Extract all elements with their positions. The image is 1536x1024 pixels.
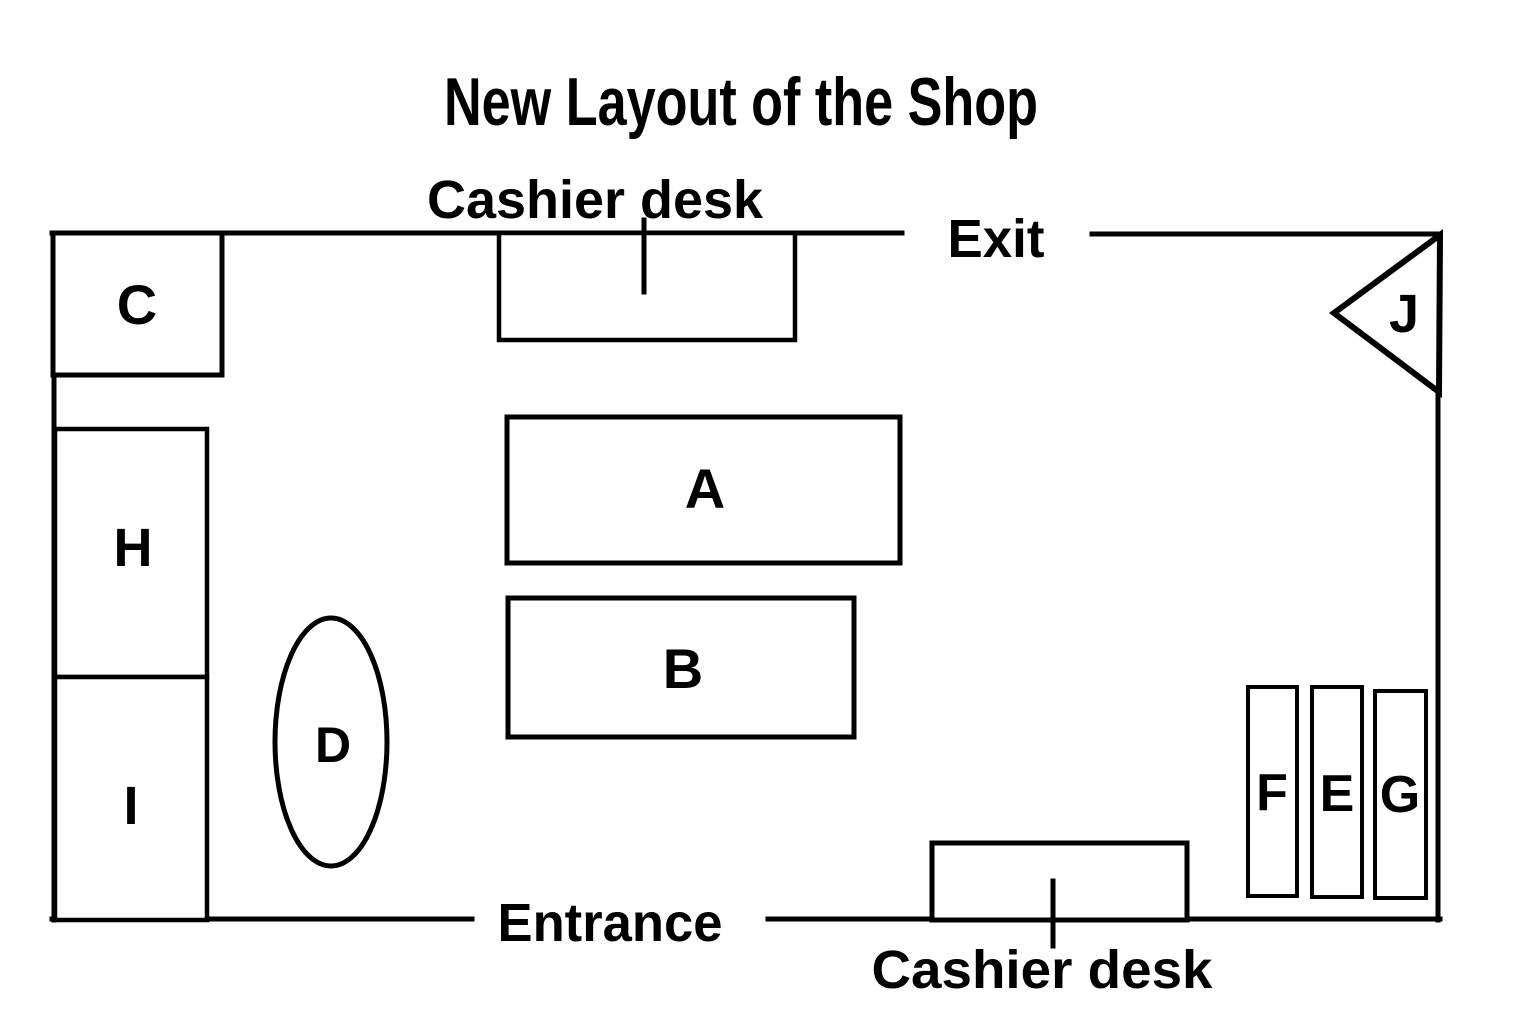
fixture-f-label: F (1256, 764, 1288, 822)
fixture-j-triangle (1328, 229, 1444, 398)
page-title: New Layout of the Shop (444, 64, 1038, 140)
fixture-a-box (504, 414, 903, 566)
fixture-e-label: E (1320, 765, 1355, 823)
fixture-c-box (50, 230, 225, 378)
fixture-g-box (1373, 689, 1428, 900)
fixture-d-ellipse (272, 615, 390, 869)
floor-plan-text-layer: New Layout of the Shop Cashier desk Exit… (114, 64, 1421, 1000)
fixture-c-label: C (117, 273, 157, 336)
floor-plan-linework (49, 217, 1444, 949)
entrance-label: Entrance (498, 893, 723, 953)
fixture-e-box (1310, 685, 1364, 899)
cashier-desk-top-box (496, 230, 798, 343)
fixture-a-label: A (685, 457, 725, 520)
fixture-f-box (1246, 685, 1299, 898)
fixture-j-label: J (1389, 284, 1419, 344)
fixture-g-label: G (1380, 766, 1420, 824)
fixture-i-label: I (123, 776, 138, 836)
fixture-b-label: B (663, 637, 703, 700)
cashier-desk-top-label: Cashier desk (427, 170, 764, 230)
fixture-b-box (505, 595, 857, 740)
exit-label: Exit (948, 209, 1045, 269)
fixture-h-label: H (114, 518, 153, 578)
fixture-i-box (52, 674, 210, 923)
cashier-desk-bottom-box (929, 840, 1190, 923)
fixture-d-label: D (315, 717, 351, 773)
cashier-desk-bottom-label: Cashier desk (872, 940, 1214, 1000)
fixture-h-box (52, 426, 210, 680)
